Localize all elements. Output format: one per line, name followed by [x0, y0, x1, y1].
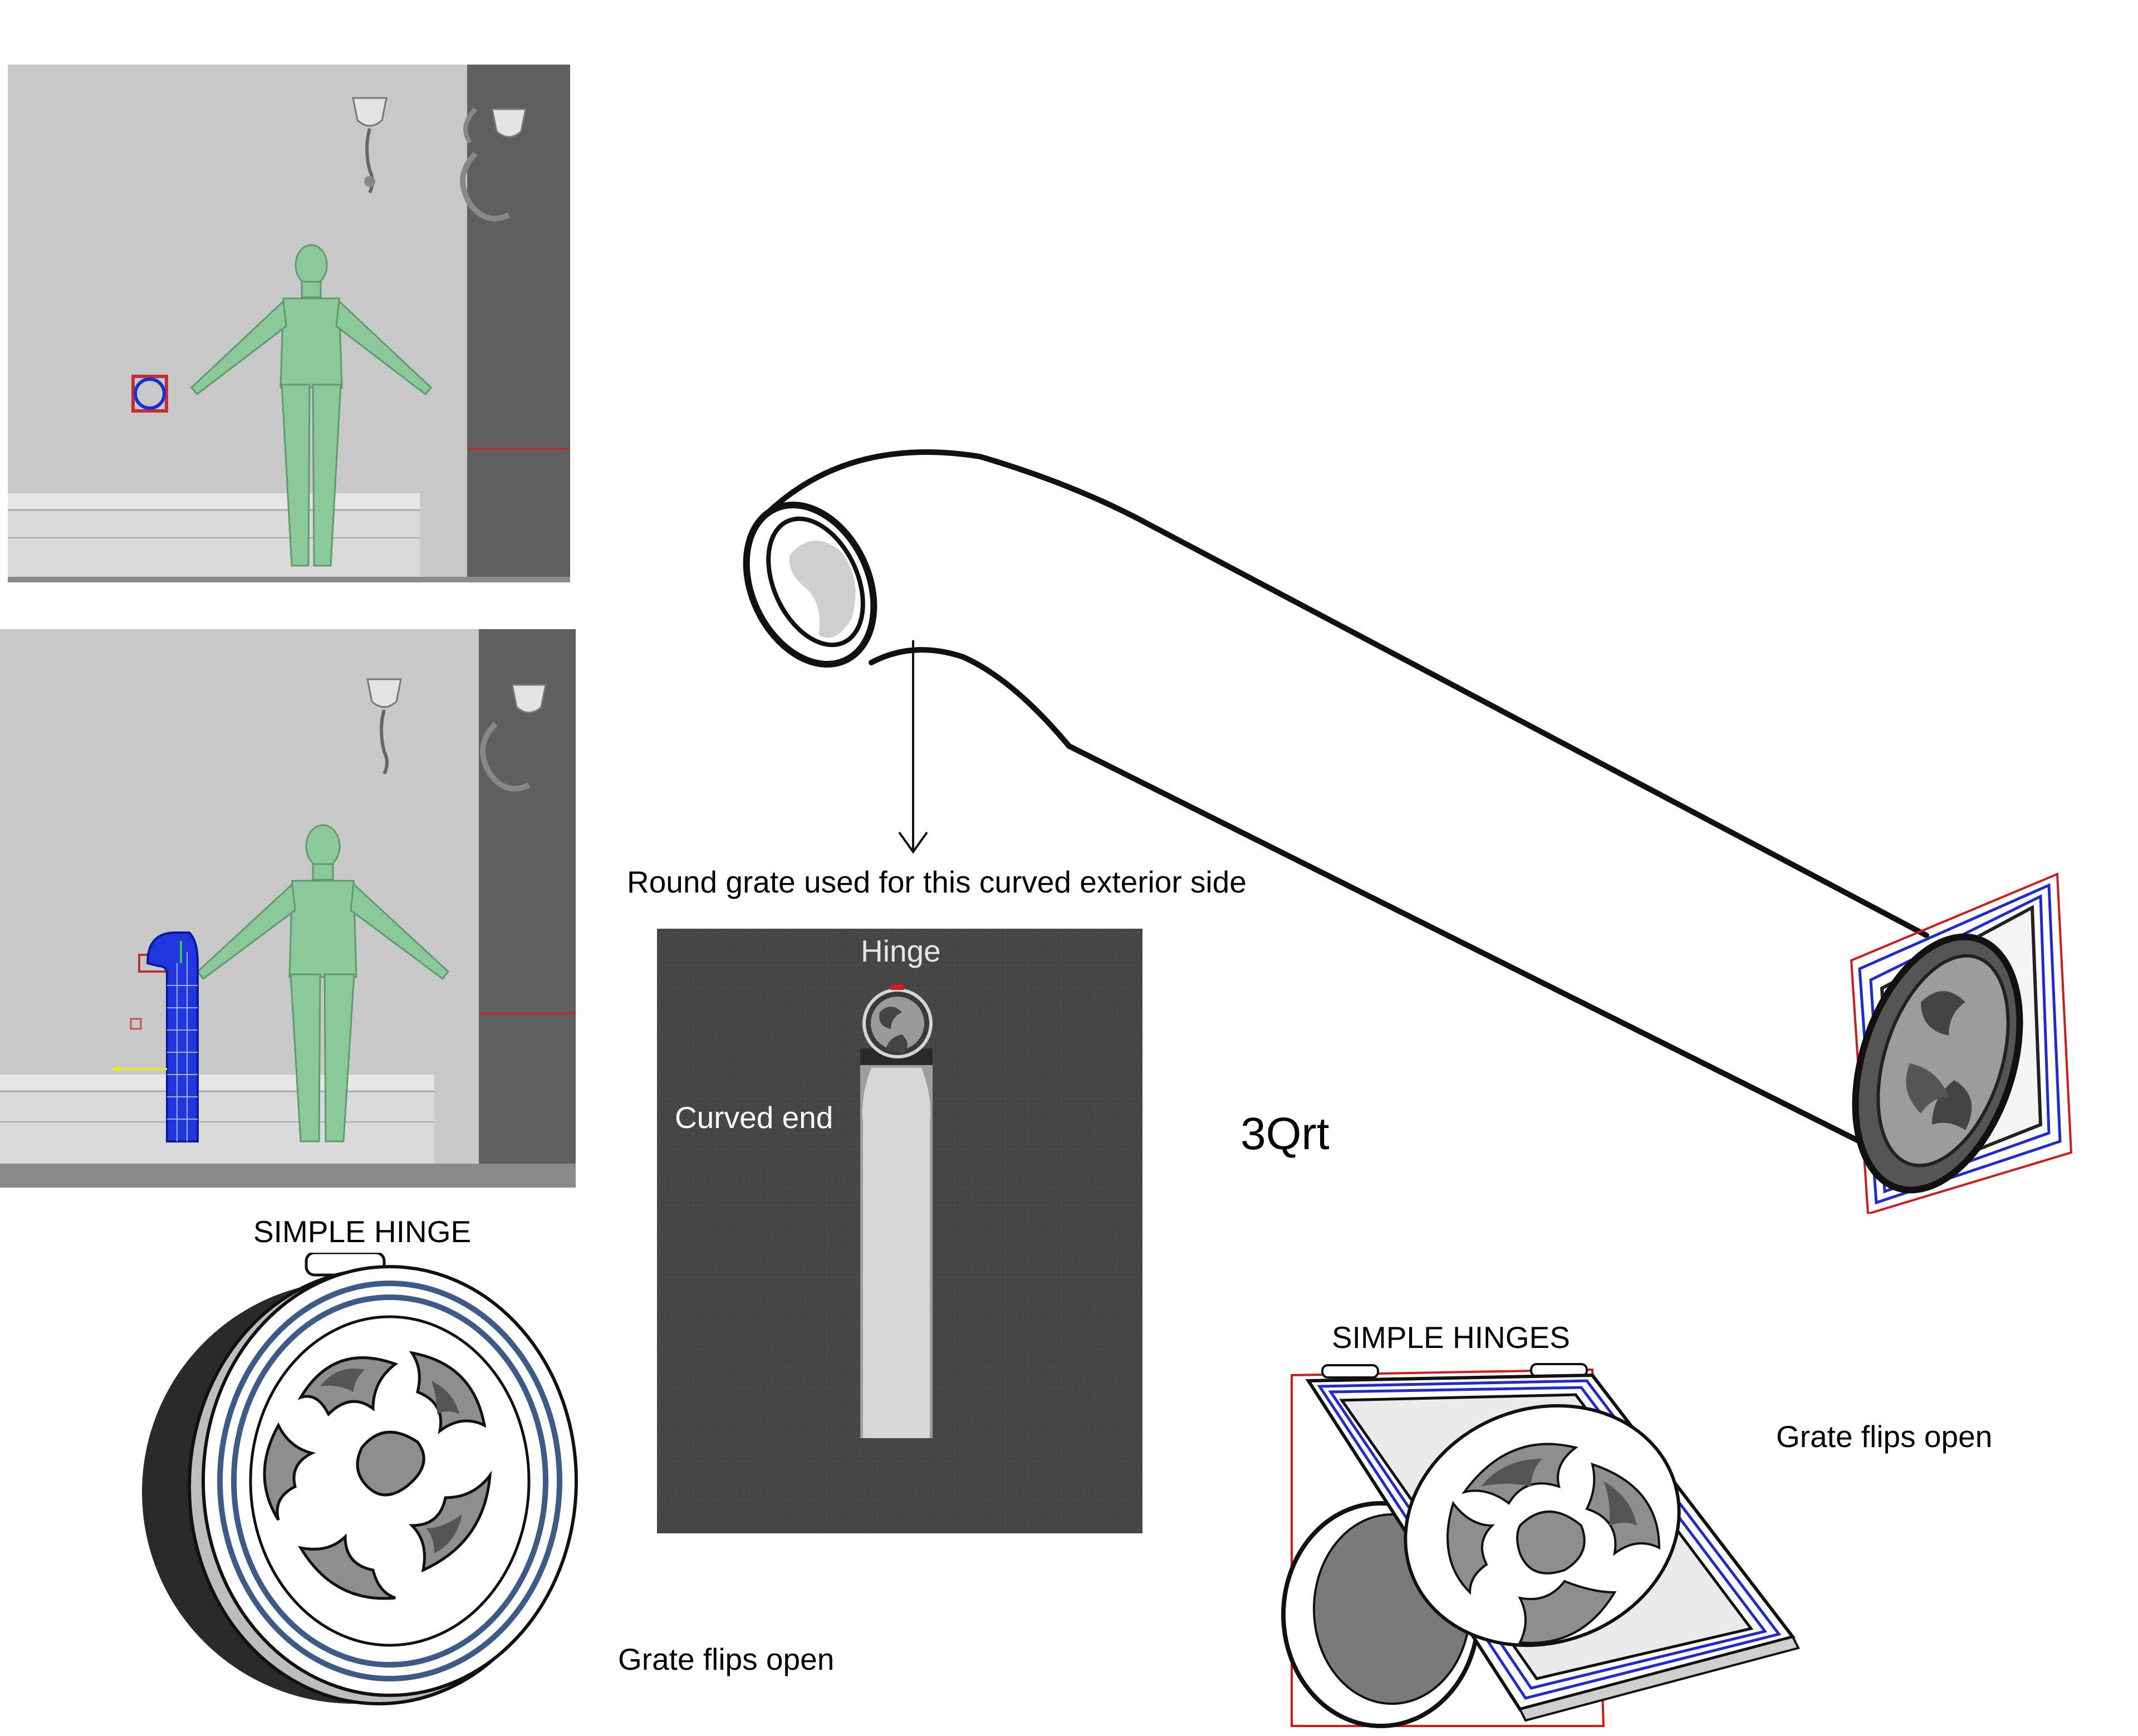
grate-flips-open-left: Grate flips open: [618, 1642, 835, 1676]
grate-placeholder: [131, 375, 168, 413]
character-model: [190, 244, 433, 567]
round-grate-sketch: [134, 1253, 618, 1720]
pipe-open-end: [743, 501, 877, 668]
three-quarter-view-label: 3Qrt: [1240, 1109, 1330, 1159]
callout-arrow: [898, 640, 928, 854]
front-view-render: [657, 929, 1142, 1533]
simple-hinge-label: SIMPLE HINGE: [253, 1214, 472, 1249]
viewport-render-top: [8, 65, 570, 582]
grate-flips-open-right: Grate flips open: [1776, 1419, 1993, 1454]
curved-pipe-sketch: [713, 423, 2082, 1214]
pipe-grate-end: [1850, 872, 2073, 1214]
pipe-model: [111, 931, 199, 1142]
square-grate-sketch: [1281, 1359, 1815, 1732]
viewport-render-with-pipe: [0, 629, 576, 1188]
simple-hinges-label: SIMPLE HINGES: [1332, 1320, 1570, 1355]
round-grate-note: Round grate used for this curved exterio…: [627, 865, 1247, 899]
curved-end-label: Curved end: [675, 1100, 833, 1135]
hinge-label: Hinge: [861, 934, 941, 968]
